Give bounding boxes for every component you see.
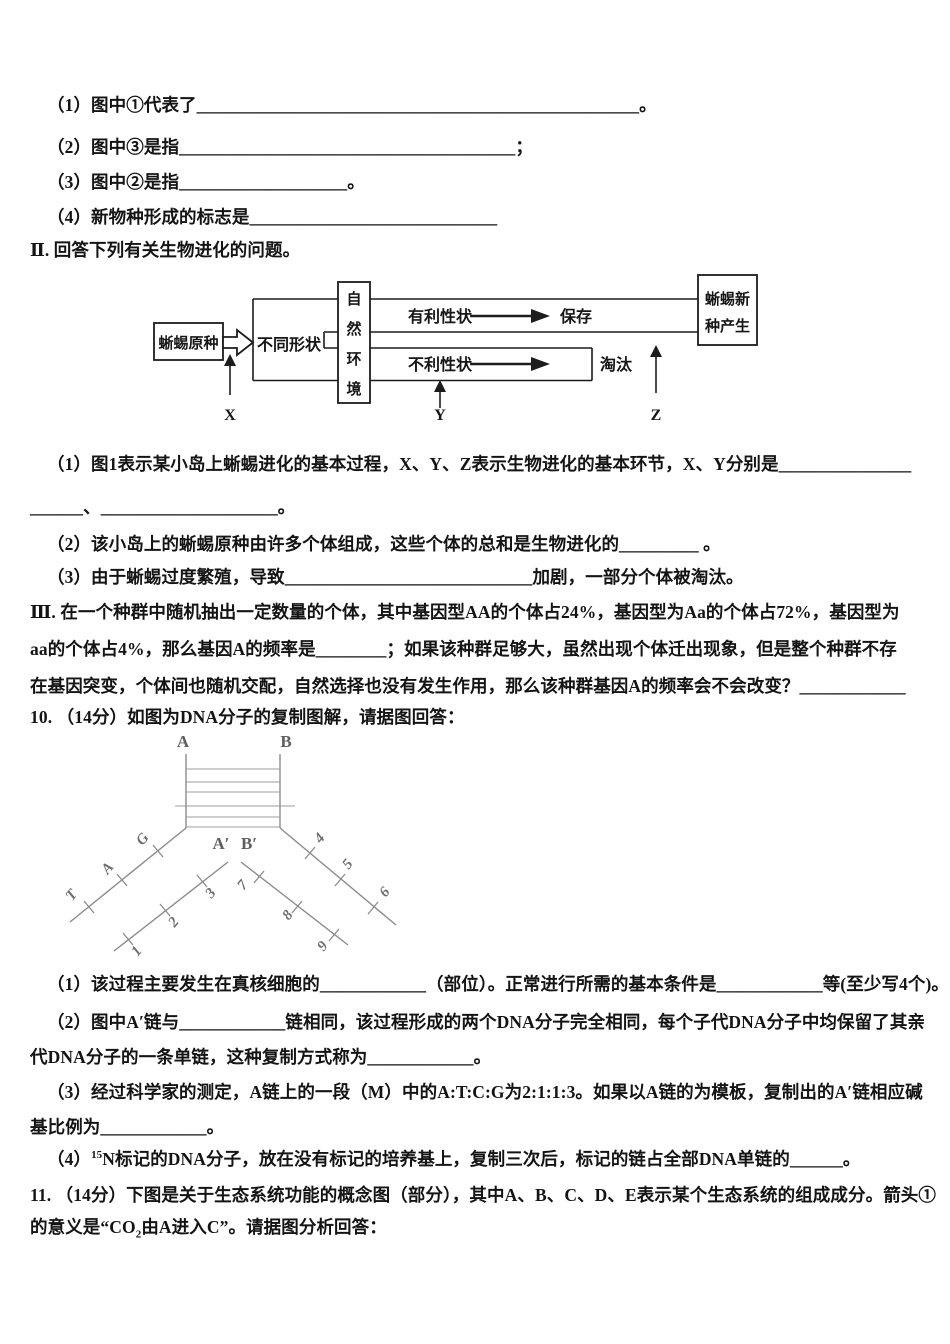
strand-a-label: A [177,732,190,751]
eliminated-label: 淘汰 [600,355,633,374]
source-species-label: 蜥蜴原种 [158,334,218,352]
intro-question-4: （4）新物种形成的标志是____________________________ [47,207,498,227]
q10-q1: （1）该过程主要发生在真核细胞的____________（部位）。正常进行所需的… [47,974,950,994]
q11-line1: 11. （14分）下图是关于生态系统功能的概念图（部分），其中A、B、C、D、E… [30,1185,936,1205]
y-arrowhead-icon [434,380,446,392]
b-prime-ticks [253,870,340,942]
environment-char-2: 然 [346,320,361,338]
section2-q1-line2: ______、____________________。 [30,497,296,517]
environment-char-3: 环 [346,351,361,368]
q10-q4-isotope-superscript: 15 [91,1149,103,1162]
flow-lower-box [370,347,593,381]
q10-q4-prefix: （4） [47,1149,92,1169]
section3-line2: aa的个体占4%，那么基因A的频率是________；如果该种群足够大，虽然出现… [30,639,897,659]
unfavorable-arrowhead-icon [531,357,550,371]
dna-replication-diagram: A B G A T A′ B′ 3 2 1 7 8 9 4 5 6 [63,732,397,959]
new-species-box [697,274,758,346]
q10-q4: （4）15N标记的DNA分子，放在没有标记的培养基上，复制三次后，标记的链占全部… [47,1146,861,1173]
b-prime-strand [240,861,349,946]
intro-question-1: （1）图中①代表了_______________________________… [47,95,657,115]
variation-label: 不同形状 [257,335,322,354]
hollow-arrow-icon [222,328,255,357]
x-arrowhead-icon [224,354,236,366]
unfavorable-trait-label: 不利性状 [408,355,473,374]
section2-q2: （2）该小岛上的蜥蜴原种由许多个体组成，这些个体的总和是生物进化的_______… [47,534,721,554]
q10-q3-line1: （3）经过科学家的测定，A链上的一段（M）中的A:T:C:G为2:1:1:3。如… [47,1082,923,1102]
q10-q2-line1: （2）图中A′链与____________链相同，该过程形成的两个DNA分子完全… [47,1012,926,1032]
new-species-line1: 蜥蜴新 [705,290,750,308]
a-prime-strand [113,861,229,952]
environment-char-4: 境 [346,380,361,398]
template-a-tick-label-3: T [63,886,82,904]
q10-stem: 10. （14分）如图为DNA分子的复制图解，请据图回答： [30,707,465,727]
y-label: Y [434,407,446,424]
evolution-flowchart: 蜥蜴原种 不同形状 自 然 环 境 有利性状 保存 不利性状 淘汰 蜥蜴新 种产… [153,274,758,424]
template-b-tick-label-2: 5 [339,856,356,872]
x-label: X [224,407,236,424]
new-species-line2: 种产生 [704,317,750,335]
q10-q4-text: N标记的DNA分子，放在没有标记的培养基上，复制三次后，标记的链占全部DNA单链… [102,1149,861,1169]
template-a-ticks [83,844,164,914]
ladder-rungs [186,768,280,828]
template-a-tick-label-1: G [133,830,152,849]
q10-q3-line2: 基比例为____________。 [30,1117,225,1137]
a-prime-tick-label-1: 3 [202,885,220,902]
a-prime-tick-label-2: 2 [165,914,183,931]
q10-q2-line2: 代DNA分子的一条单链，这种复制方式称为____________。 [30,1047,492,1067]
template-b-tick-label-1: 4 [311,830,329,847]
section2-q3: （3）由于蜥蜴过度繁殖，导致__________________________… [47,567,744,587]
q11-line2: 的意义是“CO2由A进入C”。请据图分析回答： [30,1214,387,1241]
intro-question-3: （3）图中②是指___________________。 [47,172,365,192]
section3-line1: Ⅲ. 在一个种群中随机抽出一定数量的个体，其中基因型AA的个体占24%，基因型为… [30,602,900,622]
strand-b-label: B [280,732,291,751]
z-label: Z [651,407,662,424]
b-prime-tick-label-1: 7 [234,877,251,893]
a-prime-tick-label-3: 1 [128,943,145,959]
template-a-tick-label-2: A [98,859,117,878]
a-prime-ticks [122,874,208,946]
section2-heading: Ⅱ. 回答下列有关生物进化的问题。 [30,240,301,260]
template-b-ticks [304,846,379,915]
section3-line3: 在基因突变，个体间也随机交配，自然选择也没有发生作用，那么该种群基因A的频率会不… [30,676,906,696]
favorable-trait-label: 有利性状 [408,307,473,326]
template-b-strand [279,827,397,926]
preserved-label: 保存 [559,307,592,326]
environment-box [337,281,371,404]
environment-char-1: 自 [346,290,361,308]
template-b-tick-label-3: 6 [376,884,393,900]
strand-a-prime-label: A′ [212,834,229,853]
template-a-strand [69,827,187,923]
strand-b-prime-label: B′ [241,834,257,853]
q11-line2-post: 由A进入C”。请据图分析回答： [141,1217,387,1237]
q11-co2-subscript: 2 [135,1228,142,1241]
intro-question-2: （2）图中③是指________________________________… [47,137,533,157]
z-arrowhead-icon [650,345,662,357]
section2-q1-line1: （1）图1表示某小岛上蜥蜴进化的基本过程，X、Y、Z表示生物进化的基本环节，X、… [47,454,912,474]
favorable-arrowhead-icon [531,309,550,323]
q11-line2-pre: 的意义是“CO [30,1217,136,1237]
